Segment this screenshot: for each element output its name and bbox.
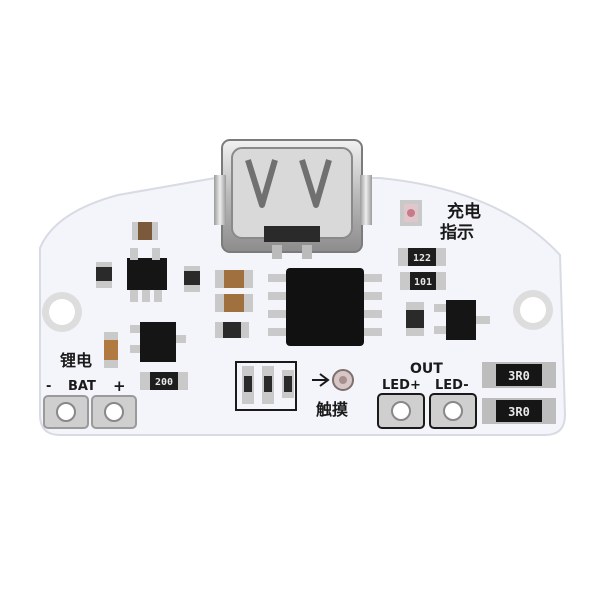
smd-capacitor-3	[184, 266, 200, 292]
bat-minus-label: -	[46, 379, 51, 394]
resistor-200: 200	[140, 372, 188, 390]
bat-minus-pad	[43, 395, 89, 429]
resistor-right-small	[406, 302, 424, 336]
smd-capacitor-7	[104, 332, 118, 368]
resistor-101: 101	[400, 272, 446, 290]
charge-indicator-label-1: 充电	[447, 201, 481, 222]
mark-3r0-1: 3R0	[508, 369, 530, 383]
out-label: OUT	[410, 361, 443, 377]
main-ic-sop8	[268, 268, 382, 346]
smd-capacitor-4	[215, 270, 253, 288]
touch-pad	[312, 369, 354, 391]
mark-3r0-2: 3R0	[508, 405, 530, 419]
mounting-hole-left	[42, 292, 82, 332]
charge-indicator-label-2: 指示	[440, 222, 474, 243]
battery-cn-label: 锂电	[60, 351, 92, 370]
usb-c-connector	[214, 139, 372, 259]
mark-200: 200	[155, 377, 173, 388]
led-plus-label: LED+	[382, 378, 421, 393]
mark-101: 101	[414, 277, 432, 288]
touch-components	[235, 361, 297, 411]
touch-label: 触摸	[315, 400, 348, 419]
smd-capacitor-1	[132, 222, 158, 240]
led-minus-pad	[429, 393, 477, 429]
led-minus-label: LED-	[435, 378, 469, 393]
smd-capacitor-2	[96, 262, 112, 288]
bat-plus-label: +	[113, 377, 126, 395]
smd-capacitor-5	[215, 294, 253, 312]
output-resistor-2: 3R0	[482, 398, 556, 424]
sot23-left-lower	[130, 322, 186, 362]
bat-plus-pad	[91, 395, 137, 429]
output-resistor-1: 3R0	[482, 362, 556, 388]
led-plus-pad	[377, 393, 425, 429]
bat-label: BAT	[68, 379, 96, 394]
sot23-left	[127, 248, 167, 302]
smd-resistor-6	[215, 322, 249, 338]
resistor-122: 122	[398, 248, 446, 266]
charge-indicator-led	[400, 200, 422, 226]
mounting-hole-right	[513, 290, 553, 330]
mark-122: 122	[413, 253, 431, 264]
sot23-right	[434, 300, 490, 340]
